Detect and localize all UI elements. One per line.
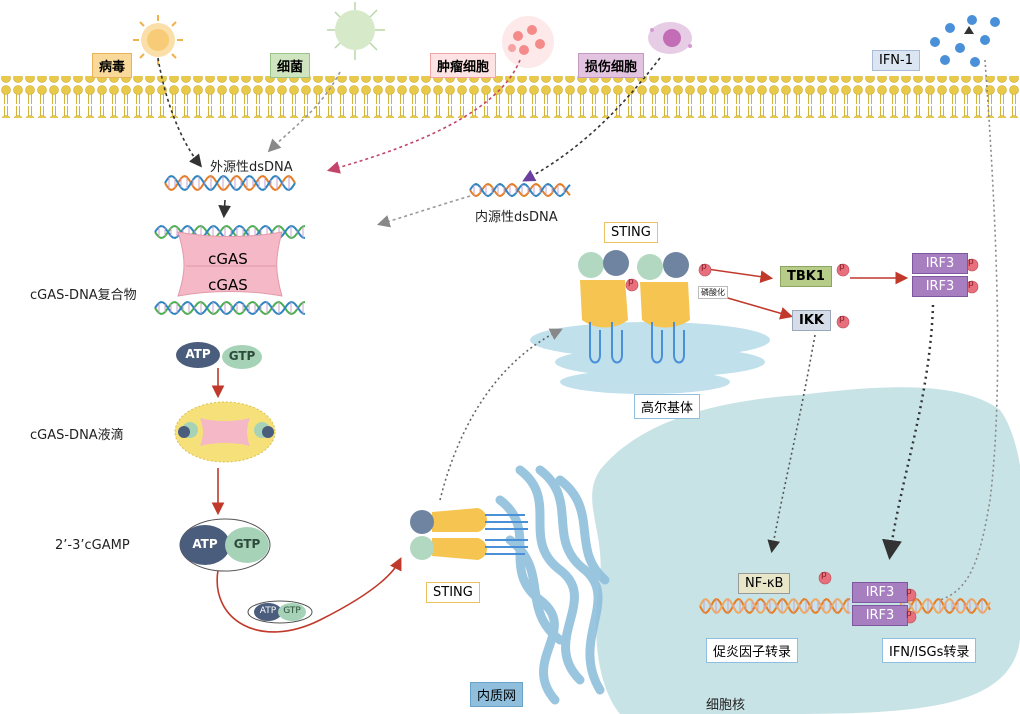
damaged-cell-icon — [648, 22, 692, 54]
exo-dsdna-label: 外源性dsDNA — [210, 160, 293, 175]
nucleus-label: 细胞核 — [706, 698, 746, 713]
endoplasmic-reticulum — [495, 465, 610, 705]
irf3-bottom-box: IRF3 — [912, 276, 968, 297]
complex-dna-bottom — [154, 300, 306, 316]
bacteria-label: 细菌 — [270, 53, 311, 78]
phospho-p-ikk: p — [839, 314, 845, 324]
bacteria-icon — [327, 2, 385, 60]
irf3-nuc-top-box: IRF3 — [852, 582, 908, 603]
atp-molecule — [176, 342, 220, 368]
nuclear-dna-left — [699, 598, 851, 614]
damaged-cell-label: 损伤细胞 — [578, 53, 645, 78]
phospho-p-irf3-bottom: p — [968, 279, 974, 289]
sting-er-label: STING — [426, 582, 480, 603]
cgas-bottom-label: cGAS — [208, 276, 248, 294]
tumor-cell-label: 肿瘤细胞 — [430, 53, 497, 78]
sting-golgi-tetramer — [578, 250, 690, 364]
cgamp-label: 2’-3’cGAMP — [55, 538, 130, 553]
phospho-p-irf3-nuc-bottom: p — [906, 609, 912, 619]
cgamp-atp-label: ATP — [192, 537, 218, 551]
ifn1-molecules-icon — [930, 15, 1000, 67]
sting-golgi-label: STING — [604, 222, 658, 243]
phospho-p-irf3-nuc-top: p — [906, 587, 912, 597]
tbk1-box: TBK1 — [780, 266, 832, 287]
golgi-apparatus — [530, 322, 770, 394]
small-cgamp-gtp — [278, 603, 306, 621]
phospho-label: 磷酸化 — [698, 286, 728, 299]
cgamp-atp — [180, 525, 230, 565]
cell-membrane — [0, 76, 1020, 118]
phospho-p-irf3-top: p — [968, 257, 974, 267]
gtp-label: GTP — [228, 349, 256, 363]
ifn-isg-transcription-label: IFN/ISGs转录 — [882, 638, 977, 663]
nucleus-shape — [592, 387, 1020, 714]
gtp-molecule — [222, 345, 262, 369]
atp-label: ATP — [185, 347, 211, 361]
pathway-arrows — [157, 57, 999, 633]
endo-dsdna-helix — [469, 182, 571, 198]
small-atp-label: ATP — [259, 606, 277, 616]
cgas-dna-complex — [177, 231, 283, 297]
irf3-top-box: IRF3 — [912, 253, 968, 274]
cgas-top-label: cGAS — [208, 250, 248, 268]
virus-icon — [133, 15, 183, 65]
endo-dsdna-label: 内源性dsDNA — [475, 210, 558, 225]
phospho-p-tbk1: p — [839, 262, 845, 272]
small-cgamp-atp — [254, 603, 282, 621]
ikk-box: IKK — [792, 310, 831, 331]
droplet-label: cGAS-DNA液滴 — [30, 428, 124, 443]
sting-er-dimer — [410, 508, 528, 560]
tumor-cell-icon — [502, 16, 554, 68]
phospho-p-nfkb: p — [821, 570, 827, 580]
phospho-p-sting: p — [628, 277, 634, 287]
golgi-label: 高尔基体 — [634, 394, 701, 419]
er-label: 内质网 — [470, 682, 524, 707]
small-gtp-label: GTP — [283, 606, 301, 616]
cgas-dna-droplet — [174, 401, 276, 463]
cgamp-gtp — [225, 527, 269, 563]
phospho-p-golgi: p — [701, 262, 707, 272]
virus-label: 病毒 — [92, 53, 133, 78]
cgamp-gtp-label: GTP — [233, 537, 261, 551]
exo-dsdna-helix — [164, 175, 296, 191]
inflammatory-transcription-label: 促炎因子转录 — [706, 638, 799, 663]
cgas-complex-label: cGAS-DNA复合物 — [30, 288, 137, 303]
irf3-nuc-bottom-box: IRF3 — [852, 605, 908, 626]
ifn1-label: IFN-1 — [872, 50, 920, 71]
nfkb-box: NF-κB — [738, 573, 791, 594]
